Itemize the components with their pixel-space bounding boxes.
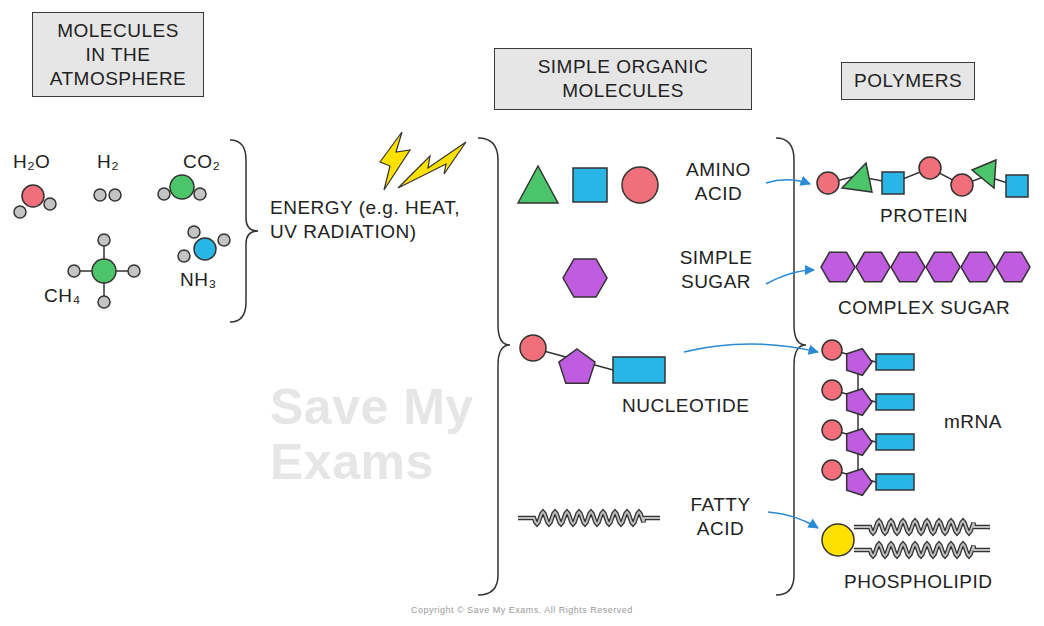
mrna-phosphate — [822, 420, 842, 440]
header-text: SIMPLE ORGANIC MOLECULES — [507, 55, 739, 103]
methane-molecule — [68, 265, 80, 277]
formula-label: H₂ — [97, 150, 119, 174]
fatty-acid-tail — [854, 521, 990, 533]
reaction-arrow — [684, 180, 818, 528]
lightning-bolt — [398, 142, 466, 188]
amino-acid-symbols — [518, 166, 658, 203]
mrna-base — [876, 434, 914, 450]
nucleotide-pentagon — [559, 349, 595, 383]
methane-molecule — [128, 265, 140, 277]
protein-chain — [817, 157, 1028, 197]
methane-molecule — [98, 296, 110, 308]
nucleotide-symbol — [520, 335, 665, 383]
ammonia-molecule — [218, 234, 230, 246]
mrna-sugar — [847, 389, 872, 416]
fatty-acid-tail — [854, 544, 990, 556]
methane-molecule — [92, 259, 116, 283]
mrna-base — [876, 394, 914, 410]
molecule-label: FATTY ACID — [673, 493, 768, 541]
energy-label: ENERGY (e.g. HEAT, UV RADIATION) — [270, 196, 470, 244]
ammonia-molecule — [178, 226, 230, 262]
amino-acid-symbols — [518, 166, 558, 203]
phospholipid-head — [822, 524, 854, 556]
formula-label: CO₂ — [183, 150, 220, 174]
formula-label: H₂O — [13, 150, 50, 174]
ammonia-molecule — [188, 226, 200, 238]
protein-chain — [1006, 175, 1028, 197]
mrna-phosphate — [822, 460, 842, 480]
sugar-hexagon — [996, 252, 1030, 281]
protein-chain — [882, 172, 904, 194]
carbon-dioxide-molecule — [170, 175, 194, 199]
protein-chain — [817, 172, 839, 194]
sugar-hexagon — [891, 252, 925, 281]
sugar-hexagon — [563, 259, 607, 297]
water-molecule — [14, 206, 26, 218]
header-box: POLYMERS — [841, 62, 975, 100]
polymer-label: PHOSPHOLIPID — [844, 570, 993, 594]
protein-chain — [972, 160, 996, 188]
ammonia-molecule — [178, 250, 190, 262]
watermark: Save My Exams — [270, 380, 500, 490]
mrna-phosphate — [822, 340, 842, 360]
polymer-label: COMPLEX SUGAR — [838, 296, 1010, 320]
mrna-sugar — [847, 349, 872, 376]
copyright-note: Copyright © Save My Exams. All Rights Re… — [411, 606, 633, 616]
nucleotide-symbol — [520, 335, 546, 361]
protein-chain — [919, 157, 941, 179]
carbon-dioxide-molecule — [158, 188, 170, 200]
sugar-hexagon — [926, 252, 960, 281]
bracket — [230, 140, 258, 322]
header-text: MOLECULES IN THE ATMOSPHERE — [45, 19, 191, 90]
sugar-hexagon — [856, 252, 890, 281]
amino-acid-symbols — [622, 167, 658, 203]
mrna-sugar — [847, 469, 872, 496]
molecule-label: AMINO ACID — [671, 158, 766, 206]
polymer-label: mRNA — [944, 410, 1002, 434]
fatty-acid-tail — [854, 544, 990, 556]
mrna-base — [876, 474, 914, 490]
fatty-acid-tail — [518, 512, 660, 524]
hydrogen-molecule — [94, 189, 121, 201]
carbon-dioxide-molecule — [194, 188, 206, 200]
mrna-backbone — [857, 362, 859, 482]
header-text: POLYMERS — [854, 69, 962, 93]
hydrogen-molecule — [109, 189, 121, 201]
bracket — [478, 138, 510, 595]
water-molecule — [44, 198, 56, 210]
hydrogen-molecule — [94, 189, 106, 201]
amino-acid-symbols — [573, 168, 607, 202]
header-box: MOLECULES IN THE ATMOSPHERE — [32, 12, 204, 97]
lightning-bolt — [380, 132, 466, 190]
mrna-phosphate — [822, 380, 842, 400]
mrna-base — [876, 354, 914, 370]
fatty-acid-tail — [518, 512, 660, 524]
header-box: SIMPLE ORGANIC MOLECULES — [494, 48, 752, 110]
formula-label: NH₃ — [180, 268, 217, 292]
formula-label: CH₄ — [44, 284, 81, 308]
nucleotide-symbol — [613, 357, 665, 383]
generated-shapes — [518, 252, 1030, 556]
reaction-arrow — [766, 180, 810, 184]
sugar-hexagon — [961, 252, 995, 281]
reaction-arrow — [684, 344, 818, 352]
ammonia-molecule — [194, 238, 216, 260]
reaction-arrow — [766, 270, 814, 284]
mrna-sugar — [847, 429, 872, 456]
sugar-hexagon — [821, 252, 855, 281]
fatty-acid-tail — [854, 521, 990, 533]
protein-chain — [842, 163, 872, 192]
protein-chain — [951, 174, 973, 196]
water-molecule — [22, 185, 44, 207]
water-molecule — [14, 185, 56, 218]
bracket — [776, 138, 806, 595]
reaction-arrow — [768, 512, 818, 528]
polymer-label: PROTEIN — [880, 204, 968, 228]
molecule-label: SIMPLE SUGAR — [666, 246, 766, 294]
methane-molecule — [98, 234, 110, 246]
carbon-dioxide-molecule — [158, 175, 206, 200]
molecule-label: NUCLEOTIDE — [622, 394, 749, 418]
